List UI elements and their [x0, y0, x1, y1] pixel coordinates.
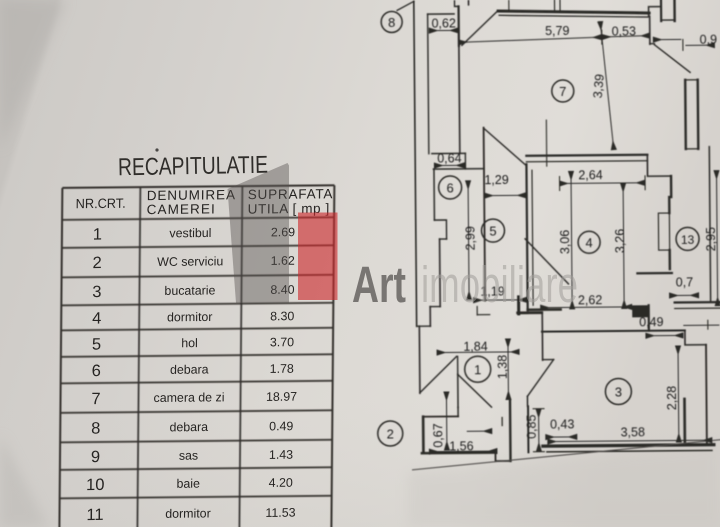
svg-text:3,26: 3,26	[613, 229, 627, 253]
svg-text:debara: debara	[169, 420, 208, 434]
svg-text:imobiliare: imobiliare	[421, 256, 578, 313]
svg-text:1,56: 1,56	[449, 439, 473, 453]
svg-text:dormitor: dormitor	[167, 310, 213, 324]
svg-text:1: 1	[474, 362, 481, 377]
svg-text:2,95: 2,95	[704, 227, 718, 251]
svg-text:2: 2	[93, 254, 102, 272]
svg-text:0,49: 0,49	[639, 315, 663, 329]
svg-text:0,67: 0,67	[431, 423, 445, 447]
svg-text:18.97: 18.97	[266, 390, 297, 404]
svg-text:2.69: 2.69	[271, 225, 295, 239]
svg-text:3: 3	[615, 384, 622, 399]
svg-text:11.53: 11.53	[265, 506, 295, 520]
svg-text:5: 5	[489, 224, 496, 239]
svg-text:0,53: 0,53	[612, 24, 636, 38]
svg-text:WC serviciu: WC serviciu	[157, 254, 223, 269]
svg-text:1.43: 1.43	[269, 448, 293, 462]
svg-text:2,64: 2,64	[578, 168, 602, 182]
svg-text:1: 1	[93, 226, 102, 244]
svg-text:2,99: 2,99	[463, 226, 477, 250]
svg-text:3.70: 3.70	[270, 335, 294, 349]
svg-text:1,29: 1,29	[484, 173, 508, 187]
svg-text:9: 9	[91, 448, 100, 466]
svg-text:10: 10	[86, 476, 105, 494]
svg-text:debara: debara	[170, 362, 209, 376]
svg-text:6: 6	[446, 180, 453, 195]
svg-text:3,39: 3,39	[591, 73, 607, 99]
svg-text:3,06: 3,06	[558, 230, 572, 254]
svg-text:0,9: 0,9	[700, 33, 718, 47]
svg-text:5: 5	[92, 336, 101, 354]
svg-text:hol: hol	[181, 336, 198, 350]
svg-text:baie: baie	[176, 477, 200, 491]
svg-text:NR.CRT.: NR.CRT.	[76, 196, 126, 211]
svg-text:vestibul: vestibul	[169, 226, 211, 240]
svg-text:camera de zi: camera de zi	[153, 390, 224, 405]
svg-text:2: 2	[387, 426, 394, 441]
svg-text:0,7: 0,7	[676, 275, 694, 289]
svg-text:8.30: 8.30	[270, 309, 294, 323]
svg-text:7: 7	[91, 390, 100, 408]
svg-text:RECAPITULATIE: RECAPITULATIE	[118, 152, 268, 182]
svg-text:11: 11	[86, 506, 103, 524]
svg-text:SUPRAFATA: SUPRAFATA	[248, 186, 334, 202]
svg-text:3,58: 3,58	[621, 425, 645, 439]
svg-text:5,79: 5,79	[545, 24, 569, 38]
svg-text:4: 4	[585, 235, 592, 250]
svg-text:CAMEREI: CAMEREI	[147, 201, 216, 217]
svg-text:4.20: 4.20	[269, 476, 293, 490]
svg-text:6: 6	[92, 362, 101, 380]
svg-text:4: 4	[92, 310, 101, 328]
svg-text:7: 7	[559, 84, 566, 99]
svg-text:8.40: 8.40	[270, 283, 294, 297]
svg-text:1,19: 1,19	[480, 284, 504, 298]
svg-text:0,62: 0,62	[431, 16, 455, 30]
svg-text:2,62: 2,62	[578, 293, 602, 307]
svg-text:Art: Art	[352, 256, 406, 313]
svg-text:bucatarie: bucatarie	[164, 283, 215, 297]
svg-text:1.62: 1.62	[271, 254, 295, 268]
svg-text:0,43: 0,43	[550, 417, 574, 431]
svg-text:3: 3	[92, 283, 101, 301]
svg-text:DENUMIREA: DENUMIREA	[147, 187, 236, 203]
svg-text:0,64: 0,64	[437, 151, 461, 165]
svg-text:0.49: 0.49	[269, 419, 293, 433]
svg-text:13: 13	[681, 233, 695, 247]
svg-text:0,85: 0,85	[525, 414, 539, 438]
svg-text:1,84: 1,84	[463, 340, 487, 354]
svg-text:8: 8	[388, 15, 395, 30]
svg-text:1.78: 1.78	[270, 362, 294, 376]
svg-text:8: 8	[91, 420, 100, 438]
svg-text:dormitor: dormitor	[165, 506, 211, 520]
svg-text:sas: sas	[179, 449, 198, 463]
svg-text:1,38: 1,38	[496, 355, 510, 379]
svg-text:2,28: 2,28	[665, 386, 679, 410]
